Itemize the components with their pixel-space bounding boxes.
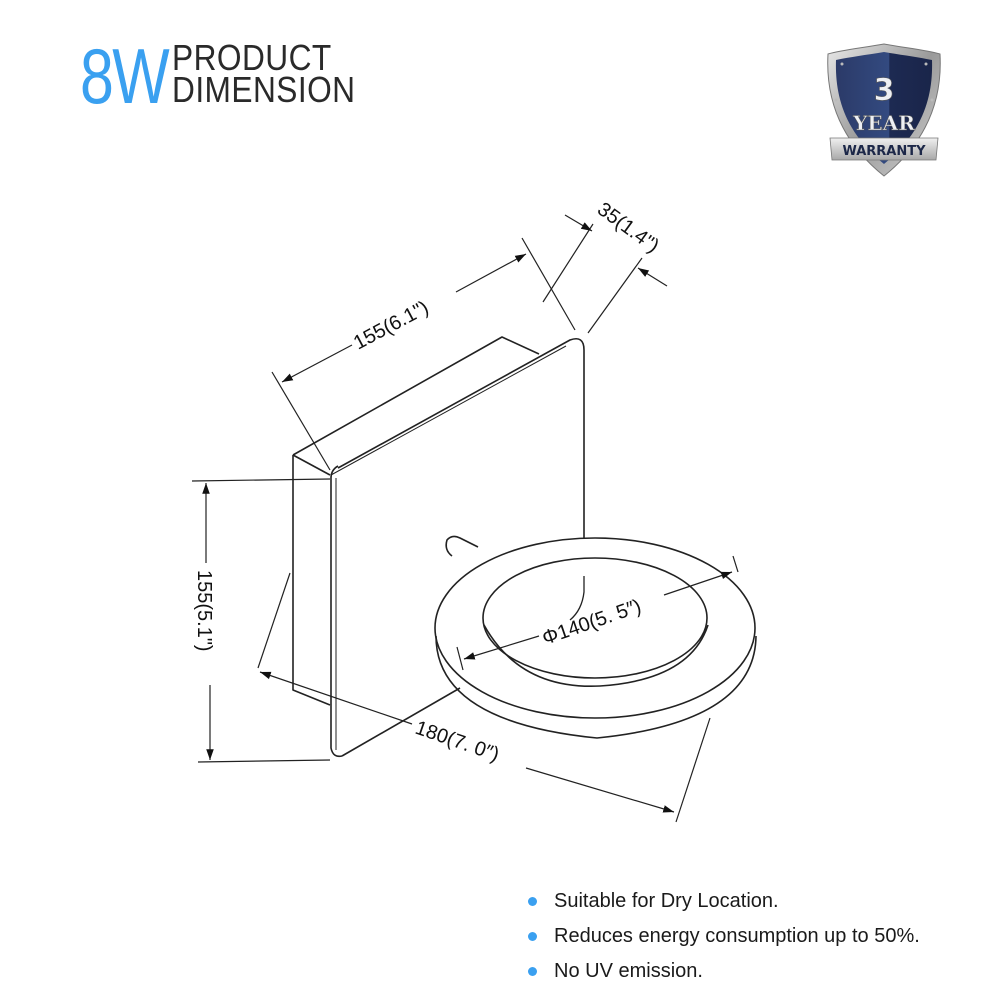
feature-item: Suitable for Dry Location.: [528, 884, 920, 919]
feature-text: Suitable for Dry Location.: [554, 890, 779, 912]
feature-item: Reduces energy consumption up to 50%.: [528, 919, 920, 954]
bullet-icon: [528, 932, 537, 941]
dim-projection-label: 180(7. 0″): [412, 717, 502, 766]
back-box-side: [292, 455, 331, 706]
front-plate-top: [337, 337, 585, 538]
dimension-lines: [191, 214, 739, 823]
feature-text: Reduces energy consumption up to 50%.: [554, 925, 920, 947]
dim-diameter-label: Φ140(5. 5″): [539, 595, 644, 649]
title-line-dimension: DIMENSION: [172, 69, 356, 110]
page-header: 8W PRODUCT DIMENSION: [80, 37, 381, 115]
dim-depth-label: 35(1.4"): [593, 198, 663, 257]
feature-item: No UV emission.: [528, 954, 920, 989]
warranty-badge: 3 YEAR WARRANTY: [827, 43, 941, 177]
dimension-labels: 155(6.1") 35(1.4") 155(5.1") Φ140(5. 5″)…: [193, 198, 663, 766]
dim-height-label: 155(5.1"): [193, 570, 215, 652]
front-plate-edge: [330, 478, 343, 758]
feature-list: Suitable for Dry Location. Reduces energ…: [528, 884, 920, 989]
warranty-ribbon-text: WARRANTY: [842, 144, 926, 159]
bullet-icon: [528, 967, 537, 976]
stem: [445, 535, 479, 557]
warranty-number: 3: [874, 73, 895, 108]
ring-inner-top: [482, 557, 708, 679]
fixture-body: [292, 336, 757, 758]
dim-width-label: 155(6.1"): [350, 297, 432, 355]
warranty-ribbon: WARRANTY: [829, 137, 939, 161]
ring-outer: [434, 537, 756, 719]
title-stack: PRODUCT DIMENSION: [172, 37, 381, 110]
warranty-year: YEAR: [852, 111, 915, 135]
feature-text: No UV emission.: [554, 960, 703, 982]
bullet-icon: [528, 897, 537, 906]
title-line-product: PRODUCT: [172, 37, 332, 78]
back-box-top: [292, 336, 540, 456]
